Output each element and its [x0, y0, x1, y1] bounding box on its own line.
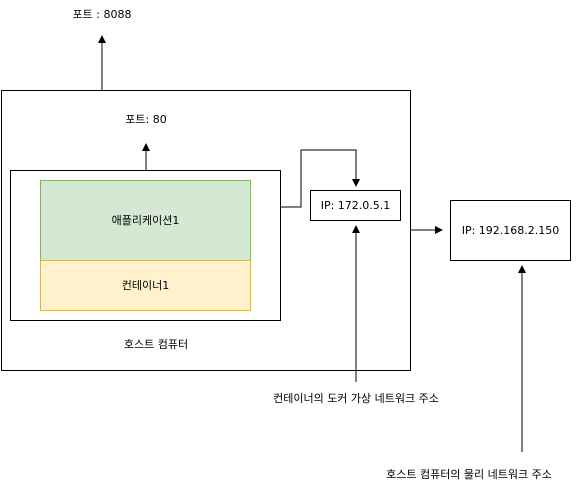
docker-ip-box: IP: 172.0.5.1 — [310, 190, 401, 221]
host-ip-label: IP: 192.168.2.150 — [461, 223, 560, 237]
host-port-label: 포트 : 8088 — [72, 8, 132, 21]
container-box: 컨테이너1 — [40, 260, 251, 311]
container-label: 컨테이너1 — [121, 278, 170, 292]
docker-ip-label: IP: 172.0.5.1 — [320, 198, 391, 212]
host-network-caption: 호스트 컴퓨터의 물리 네트워크 주소 — [386, 468, 552, 481]
application-label: 애플리케이션1 — [111, 213, 180, 227]
container-port-label: 포트: 80 — [125, 113, 167, 126]
host-computer-label: 호스트 컴퓨터 — [123, 338, 189, 351]
host-ip-box: IP: 192.168.2.150 — [450, 200, 571, 261]
container-to-docker-ip-arrow — [281, 149, 360, 208]
docker-network-caption: 컨테이너의 도커 가상 네트워크 주소 — [273, 392, 439, 405]
